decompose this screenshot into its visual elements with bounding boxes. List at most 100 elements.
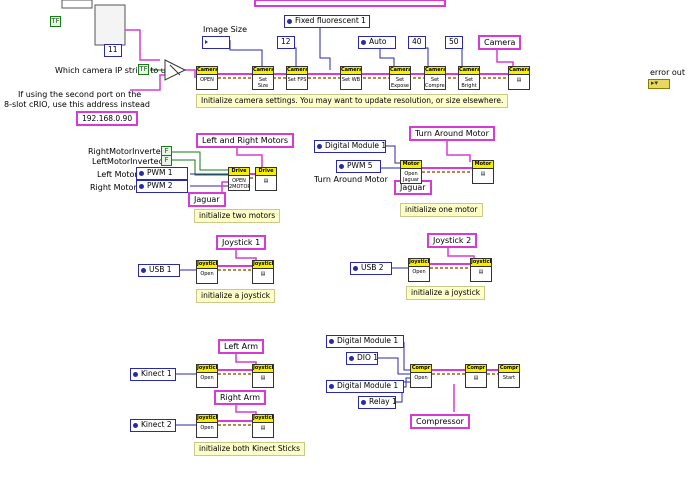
compressor-title: Compressor <box>410 414 470 429</box>
right-motor-inverted-label: RightMotorInverted <box>88 147 166 156</box>
image-size-label: Image Size <box>203 25 248 34</box>
error-out-indicator[interactable]: ▸▾ <box>648 79 670 89</box>
digital-module-1-ring[interactable]: Digital Module 1 <box>314 140 386 153</box>
doc-icon: ▤ <box>516 77 522 83</box>
ring-dot-icon <box>133 371 138 377</box>
dio1-ring[interactable]: DIO 1 <box>346 352 378 365</box>
camera-note: Initialize camera settings. You may want… <box>196 94 509 108</box>
left-motor-inverted-label: LeftMotorInverted <box>92 157 164 166</box>
ring-dot-icon <box>339 163 344 169</box>
left-motor-label: Left Motor <box>97 170 138 179</box>
one-motor-note: initialize one motor <box>400 203 483 217</box>
joystick-1-note: initialize a joystick <box>196 289 276 303</box>
compression-constant[interactable]: 40 <box>408 36 426 49</box>
camera-cluster-top <box>254 0 446 7</box>
right-arm-title: Right Arm <box>214 390 267 405</box>
right-motor-label: Right Motor <box>90 183 137 192</box>
doc-icon: ▤ <box>473 375 479 381</box>
two-motors-title: Left and Right Motors <box>196 133 295 148</box>
left-arm-title: Left Arm <box>218 339 265 354</box>
ring-dot-icon <box>139 183 144 189</box>
kinect1-ring[interactable]: Kinect 1 <box>130 368 176 381</box>
ring-dot-icon <box>361 39 366 45</box>
ring-dot-icon <box>317 143 322 149</box>
white-balance-ring[interactable]: Fixed fluorescent 1 <box>284 15 370 28</box>
joystick-2-title: Joystick 2 <box>427 233 478 248</box>
fps-constant[interactable]: 12 <box>277 36 295 49</box>
joystick-2-note: initialize a joystick <box>406 286 486 300</box>
brightness-constant[interactable]: 50 <box>445 36 463 49</box>
ring-dot-icon <box>361 399 366 405</box>
ring-dot-icon <box>141 267 146 273</box>
jaguar-type-constant[interactable]: Jaguar <box>188 192 226 207</box>
ring-dot-icon <box>133 422 138 428</box>
joystick-2-ref-vi[interactable]: JoystickR▤ <box>470 258 492 282</box>
kinect-2-ref-vi[interactable]: JoystickR▤ <box>252 414 274 438</box>
usb1-ring[interactable]: USB 1 <box>138 264 180 277</box>
doc-icon: ▤ <box>260 425 266 431</box>
pwm5-control[interactable]: PWM 5 <box>336 160 381 173</box>
turn-around-motor-title: Turn Around Motor <box>409 126 495 141</box>
compressor-digital-module-2[interactable]: Digital Module 1 <box>326 380 404 393</box>
exposure-ring[interactable]: Auto <box>358 36 396 49</box>
bool-selector[interactable]: TF <box>138 64 149 75</box>
compressor-ref-vi[interactable]: Compr▤ <box>465 364 487 388</box>
doc-icon: ▤ <box>480 171 486 177</box>
pwm2-control[interactable]: PWM 2 <box>136 180 188 193</box>
camera-ref-vi[interactable]: Camera▤ <box>508 66 530 90</box>
hint-line-1: If using the second port on the <box>18 90 142 99</box>
camera-ip-question-label: Which camera IP string to use? <box>55 66 180 75</box>
two-motors-note: initialize two motors <box>194 209 281 223</box>
ring-dot-icon <box>139 170 144 176</box>
kinect-note: initialize both Kinect Sticks <box>194 442 306 456</box>
relay1-ring[interactable]: Relay 1 <box>358 396 397 409</box>
kinect2-ring[interactable]: Kinect 2 <box>130 419 176 432</box>
string-array <box>94 4 126 46</box>
hint-line-2: 8-slot cRIO, use this address instead <box>4 100 150 109</box>
turn-around-motor-label: Turn Around Motor <box>314 175 388 184</box>
ring-dot-icon <box>287 18 292 24</box>
joystick-1-title: Joystick 1 <box>216 235 267 250</box>
array-index-value[interactable]: 11 <box>104 44 122 57</box>
drive-ref-vi[interactable]: Drive▤ <box>255 167 277 191</box>
error-out-label: error out <box>650 68 686 77</box>
motor-ref-vi[interactable]: Motor▤ <box>472 160 494 184</box>
ring-dot-icon <box>329 383 334 389</box>
doc-icon: ▤ <box>260 375 266 381</box>
usb2-ring[interactable]: USB 2 <box>350 262 392 275</box>
array-index-top <box>61 0 93 9</box>
joystick-1-ref-vi[interactable]: JoystickR▤ <box>252 260 274 284</box>
pwm1-control[interactable]: PWM 1 <box>136 167 188 180</box>
image-size-control[interactable] <box>202 36 230 49</box>
doc-icon: ▤ <box>478 269 484 275</box>
ring-dot-icon <box>349 355 354 361</box>
ring-arrow-icon <box>205 40 208 44</box>
doc-icon: ▤ <box>260 271 266 277</box>
bool-constant-small[interactable]: TF <box>50 16 61 27</box>
doc-icon: ▤ <box>263 178 269 184</box>
left-inverted-bool[interactable]: F <box>161 155 172 166</box>
ring-dot-icon <box>353 265 358 271</box>
error-cluster-icon: ▸▾ <box>651 79 659 87</box>
camera-ref-label: Camera <box>478 35 522 50</box>
ip-address-constant[interactable]: 192.168.0.90 <box>76 111 139 126</box>
compressor-digital-module-1[interactable]: Digital Module 1 <box>326 335 404 348</box>
ring-dot-icon <box>329 338 334 344</box>
kinect-1-ref-vi[interactable]: JoystickR▤ <box>252 364 274 388</box>
